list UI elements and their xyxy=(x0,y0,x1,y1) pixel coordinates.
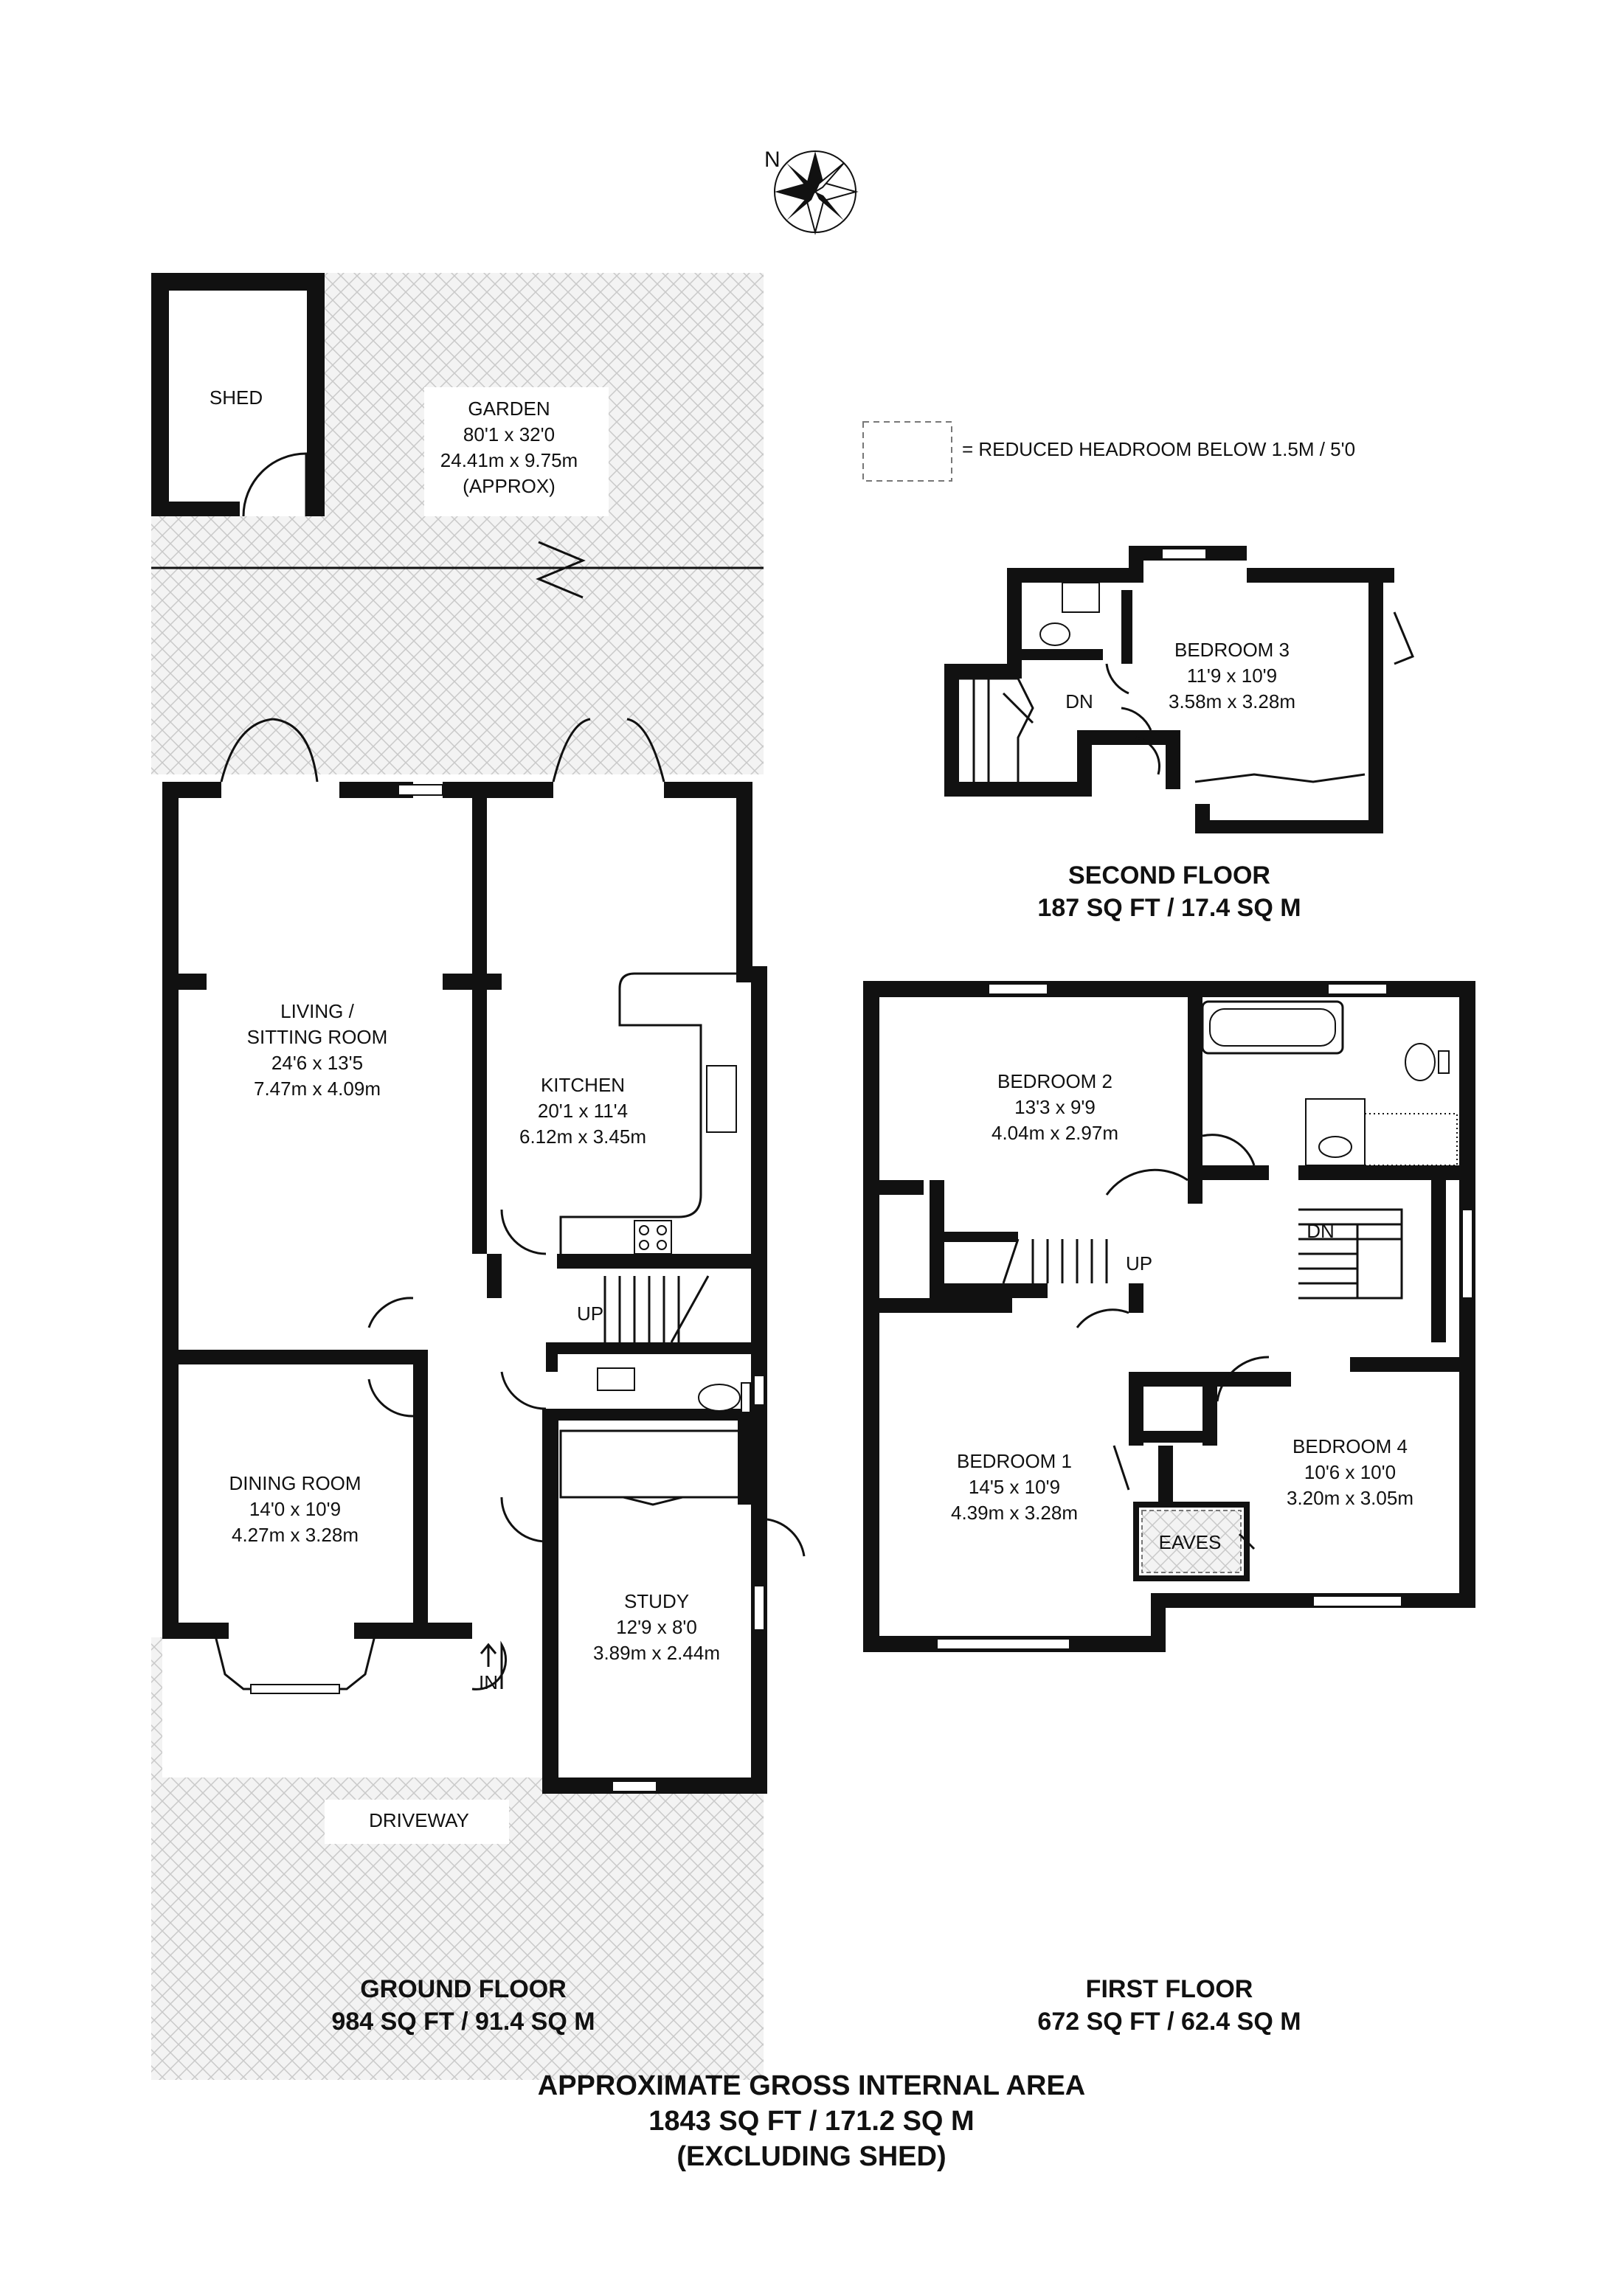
bedroom2-label: BEDROOM 2 xyxy=(997,1070,1112,1092)
living-label-2: SITTING ROOM xyxy=(247,1026,388,1048)
second-floor-title: SECOND FLOOR xyxy=(1068,861,1270,889)
entrance-label: IN xyxy=(479,1671,498,1693)
study-dim-metric: 3.89m x 2.44m xyxy=(593,1642,720,1664)
first-floor-area: 672 SQ FT / 62.4 SQ M xyxy=(1037,2008,1301,2036)
ground-floor-area: 984 SQ FT / 91.4 SQ M xyxy=(331,2008,595,2036)
driveway-label: DRIVEWAY xyxy=(369,1809,469,1831)
compass-north-label: N xyxy=(764,148,781,172)
legend-text: = REDUCED HEADROOM BELOW 1.5M / 5'0 xyxy=(962,438,1355,460)
kitchen-dim-metric: 6.12m x 3.45m xyxy=(519,1126,646,1148)
second-floor-plan: BEDROOM 3 11'9 x 10'9 3.58m x 3.28m DN S… xyxy=(944,546,1414,922)
dining-dim-imperial: 14'0 x 10'9 xyxy=(249,1498,341,1520)
kitchen-dim-imperial: 20'1 x 11'4 xyxy=(538,1100,628,1122)
second-floor-area: 187 SQ FT / 17.4 SQ M xyxy=(1037,894,1301,922)
ground-stairs-label: UP xyxy=(577,1303,603,1325)
dining-dim-metric: 4.27m x 3.28m xyxy=(232,1524,359,1546)
first-stairs-down-label: DN xyxy=(1307,1220,1335,1242)
ground-stairs xyxy=(603,1275,710,1343)
bedroom1-label: BEDROOM 1 xyxy=(957,1450,1072,1472)
garden-note: (APPROX) xyxy=(463,475,556,497)
bedroom1-dim-metric: 4.39m x 3.28m xyxy=(951,1502,1078,1524)
bedroom3-label: BEDROOM 3 xyxy=(1174,639,1290,661)
bedroom3-dim-imperial: 11'9 x 10'9 xyxy=(1187,665,1277,687)
bedroom4-dim-imperial: 10'6 x 10'0 xyxy=(1304,1461,1396,1483)
eaves-label: EAVES xyxy=(1159,1531,1222,1553)
summary-line-2: 1843 SQ FT / 171.2 SQ M xyxy=(648,2106,974,2137)
ground-floor-plan: SHED GARDEN 80'1 x 32'0 24.41m x 9.75m (… xyxy=(151,273,806,2080)
dining-label: DINING ROOM xyxy=(229,1472,361,1494)
ground-floor-title: GROUND FLOOR xyxy=(360,1975,567,2003)
study-label: STUDY xyxy=(624,1590,689,1612)
second-stairs-label: DN xyxy=(1065,690,1093,712)
legend-swatch xyxy=(862,421,952,482)
summary-line-1: APPROXIMATE GROSS INTERNAL AREA xyxy=(538,2070,1085,2101)
living-dim-imperial: 24'6 x 13'5 xyxy=(271,1052,363,1074)
compass-icon: N xyxy=(764,148,859,235)
garden-label: GARDEN xyxy=(468,398,550,420)
bedroom3-dim-metric: 3.58m x 3.28m xyxy=(1169,690,1295,712)
legend: = REDUCED HEADROOM BELOW 1.5M / 5'0 xyxy=(862,421,1355,482)
summary-line-3: (EXCLUDING SHED) xyxy=(676,2141,946,2172)
first-stairs-up-label: UP xyxy=(1126,1252,1152,1274)
living-dim-metric: 7.47m x 4.09m xyxy=(254,1078,381,1100)
garden-dim-imperial: 80'1 x 32'0 xyxy=(463,423,555,445)
study-dim-imperial: 12'9 x 8'0 xyxy=(616,1616,697,1638)
first-floor-title: FIRST FLOOR xyxy=(1086,1975,1253,2003)
bedroom1-dim-imperial: 14'5 x 10'9 xyxy=(969,1476,1060,1498)
entrance-arrow-icon xyxy=(480,1643,497,1667)
first-floor-plan: BEDROOM 2 13'3 x 9'9 4.04m x 2.97m UP DN… xyxy=(863,981,1475,1652)
garden-dim-metric: 24.41m x 9.75m xyxy=(440,449,578,471)
bedroom2-dim-metric: 4.04m x 2.97m xyxy=(992,1122,1118,1144)
kitchen-label: KITCHEN xyxy=(541,1074,625,1096)
bedroom4-label: BEDROOM 4 xyxy=(1292,1435,1408,1457)
bedroom2-dim-imperial: 13'3 x 9'9 xyxy=(1014,1096,1096,1118)
shed-label: SHED xyxy=(210,386,263,409)
bedroom4-dim-metric: 3.20m x 3.05m xyxy=(1287,1487,1413,1509)
living-label-1: LIVING / xyxy=(280,1000,354,1022)
